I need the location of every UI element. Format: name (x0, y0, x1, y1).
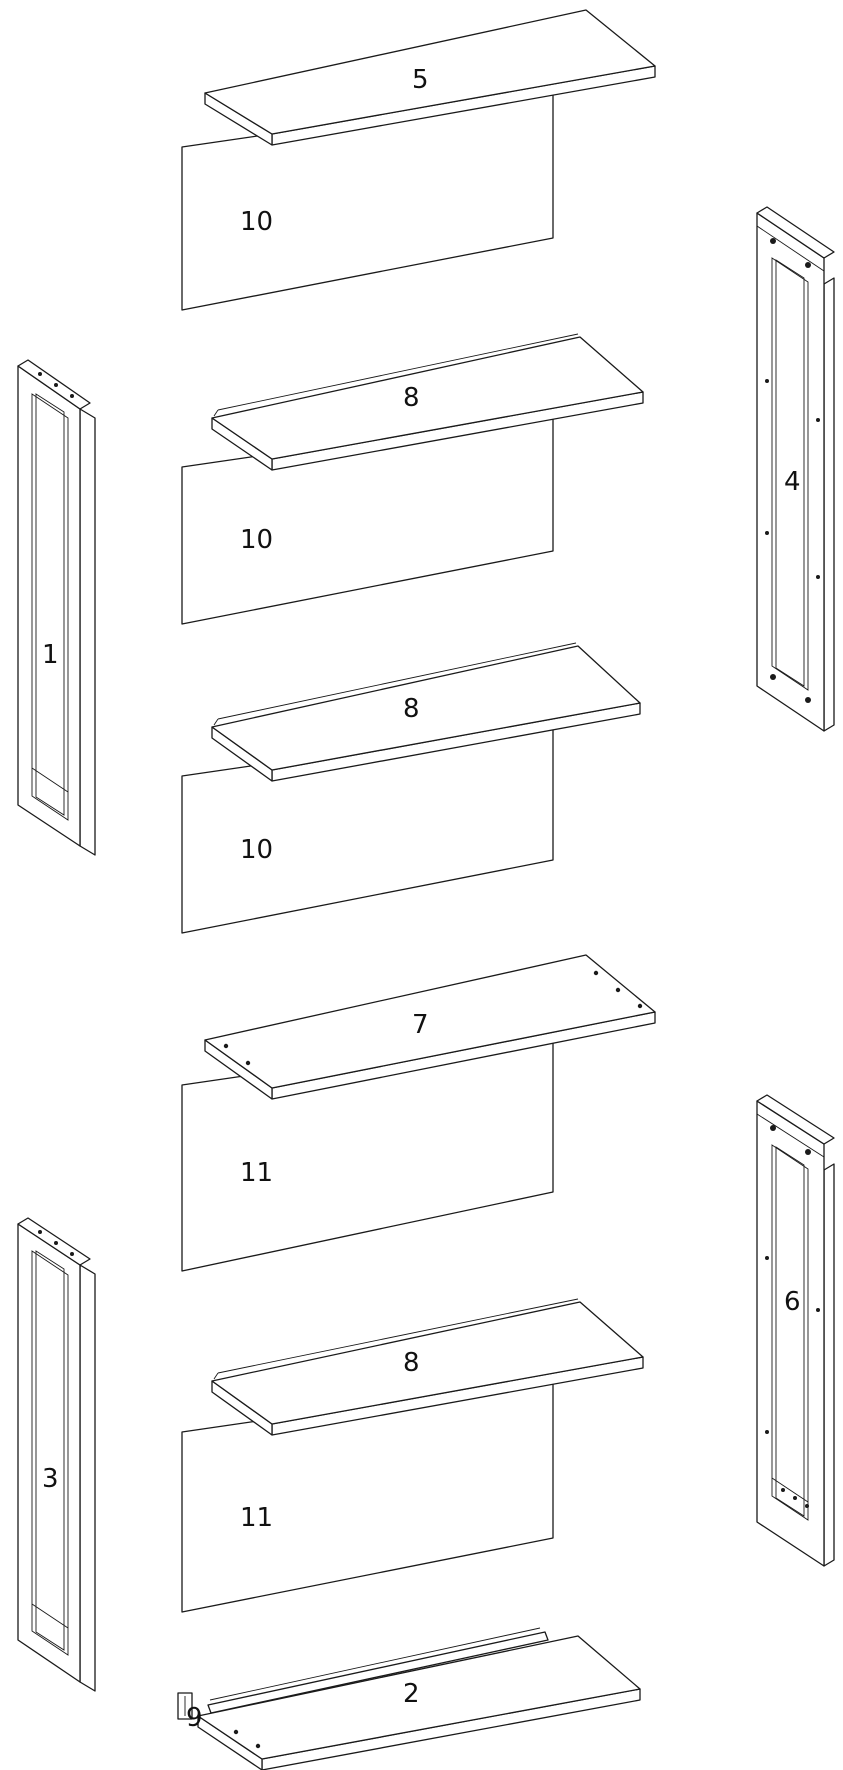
back-panel-5: 11 (181, 1377, 554, 1613)
side-panel-right-top: 4 (756, 206, 835, 732)
part-label-10: 10 (240, 525, 273, 555)
part-label-11: 11 (240, 1503, 273, 1533)
part-label-4: 6 (784, 1287, 801, 1317)
part-label-8: 8 (403, 1348, 420, 1378)
side-panel-left-bottom: 3 (17, 1217, 96, 1692)
shelf-2: 8 (211, 642, 641, 782)
back-panel-1: 10 (181, 92, 554, 311)
part-label-3: 3 (42, 1464, 59, 1494)
part-label-9: 9 (186, 1703, 203, 1733)
part-label-7: 7 (412, 1010, 429, 1040)
part-label-1: 1 (42, 640, 59, 670)
part-label-11: 11 (240, 1158, 273, 1188)
part-label-2: 4 (784, 467, 801, 497)
part-label-8: 8 (403, 383, 420, 413)
side-panel-right-bottom: 6 (756, 1094, 835, 1567)
part-label-5: 5 (412, 65, 429, 95)
part-label-6: 2 (403, 1679, 420, 1709)
top-board: 5 (204, 9, 656, 146)
side-panel-left-top: 1 (17, 359, 96, 856)
fixed-shelf: 7 (204, 954, 656, 1100)
plinth-strip: 9 (177, 1692, 203, 1733)
part-label-10: 10 (240, 207, 273, 237)
shelf-1: 8 (211, 333, 644, 471)
bottom-board: 2 (197, 1627, 641, 1770)
part-label-10: 10 (240, 835, 273, 865)
shelf-3: 8 (211, 1298, 644, 1436)
part-label-8: 8 (403, 694, 420, 724)
